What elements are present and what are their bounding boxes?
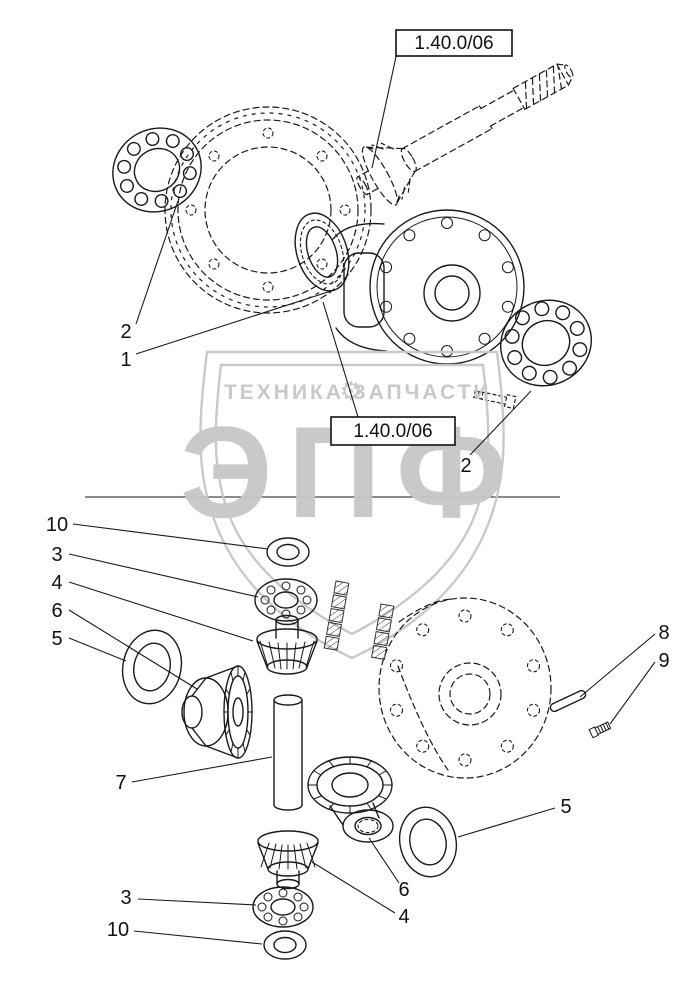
callout-spider-pin: 7 (115, 756, 273, 794)
ref-label-mid: 1.40.0/06 (353, 421, 432, 442)
svg-text:8: 8 (658, 622, 669, 644)
svg-text:10: 10 (46, 514, 68, 536)
annotations: 1.40.0/06 1.40.0/06 2 1 2 10 3 (46, 29, 670, 945)
svg-text:7: 7 (115, 772, 126, 794)
callout-pinion-upper: 4 (51, 572, 254, 642)
seal-ring-lower (263, 930, 307, 960)
differential-case (294, 209, 525, 365)
callout-side-gear-left: 6 (51, 600, 198, 690)
ring-gear-bolt-holes (185, 127, 351, 293)
dowel-pin (549, 689, 587, 713)
svg-text:3: 3 (120, 887, 131, 909)
bevel-pinion-upper (256, 614, 318, 675)
shim-ring-left (121, 629, 183, 705)
case-half-bolt-holes (389, 609, 541, 767)
ref-box-mid: 1.40.0/06 (322, 301, 456, 446)
callout-bearing-upper: 2 (120, 200, 179, 343)
ref-box-top: 1.40.0/06 (371, 29, 513, 169)
svg-text:5: 5 (51, 628, 62, 650)
thrust-washer-lower (252, 886, 314, 928)
watermark-tagline-left: ТЕХНИКА (224, 381, 344, 404)
bearing-upper (112, 127, 202, 213)
spline-section-b (371, 603, 395, 661)
callout-washer-lower: 3 (120, 887, 257, 909)
bevel-pinion-lower (257, 830, 319, 890)
svg-text:5: 5 (560, 796, 571, 818)
case-half (378, 597, 552, 779)
case-splined-hub (294, 212, 350, 292)
svg-text:6: 6 (398, 879, 409, 901)
callout-shim-ring-left: 5 (51, 628, 127, 662)
svg-text:10: 10 (107, 919, 129, 941)
svg-text:3: 3 (51, 544, 62, 566)
pinion-shaft (356, 63, 574, 206)
callout-washer-upper: 3 (51, 544, 259, 598)
ref-label-top: 1.40.0/06 (414, 33, 493, 54)
watermark-tagline-right: ЗАПЧАСТИ (352, 381, 491, 404)
callout-ring-gear: 1 (120, 290, 332, 371)
svg-text:1: 1 (120, 349, 131, 371)
callout-dowel-pin: 8 (579, 622, 670, 698)
callout-pinion-lower: 4 (311, 861, 410, 928)
svg-text:4: 4 (51, 572, 62, 594)
svg-text:9: 9 (658, 650, 669, 672)
case-bolt-holes (380, 217, 514, 357)
ring-gear (164, 106, 372, 314)
side-gear-lower (307, 756, 394, 843)
svg-text:2: 2 (460, 455, 471, 477)
watermark-gear-icon: ⚙ (339, 377, 362, 407)
thrust-washer-upper (254, 578, 318, 622)
upper-assembly (112, 63, 593, 410)
callout-seal-ring-lower: 10 (107, 919, 263, 945)
side-gear-left (181, 665, 253, 759)
callout-shim-ring-right: 5 (457, 796, 572, 838)
callout-seal-ring-upper: 10 (46, 514, 269, 550)
set-screw (588, 721, 612, 739)
lower-assembly (121, 537, 612, 960)
callout-side-gear-lower: 6 (368, 837, 410, 901)
svg-text:6: 6 (51, 600, 62, 622)
watermark-shield-outer (199, 350, 505, 660)
svg-text:2: 2 (120, 321, 131, 343)
svg-text:4: 4 (398, 906, 409, 928)
seal-ring-upper (266, 537, 310, 567)
callout-set-screw: 9 (609, 650, 670, 725)
callout-bearing-right: 2 (460, 390, 532, 477)
spider-pin (273, 694, 303, 811)
watermark-shield-inner (214, 363, 490, 636)
watermark: ТЕХНИКА ⚙ ЗАПЧАСТИ ЭПФ (180, 350, 507, 660)
shim-ring-right (398, 806, 458, 878)
spline-section-a (323, 580, 350, 651)
bearing-right (499, 299, 593, 387)
